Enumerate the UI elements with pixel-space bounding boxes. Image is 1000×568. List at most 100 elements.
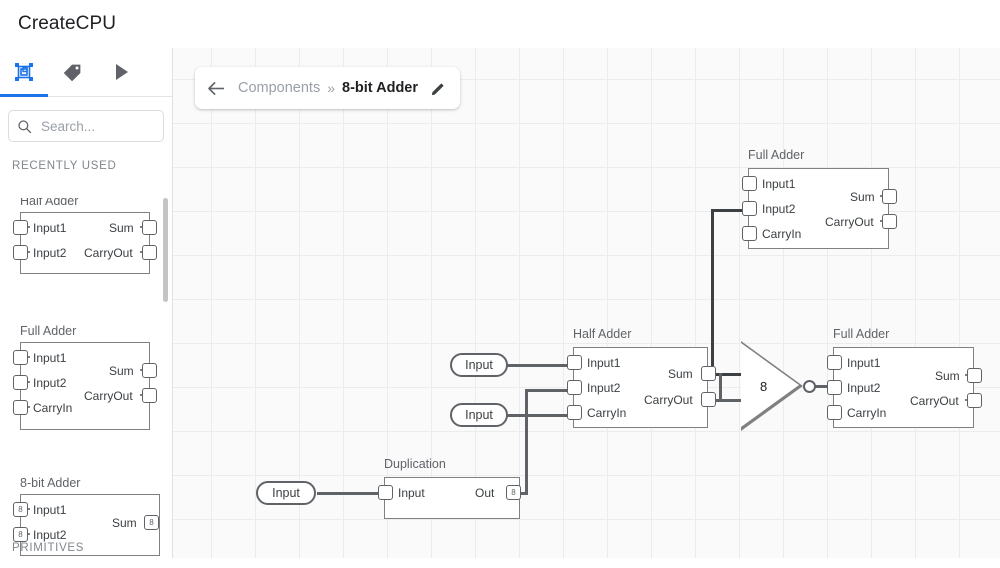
- port-sum[interactable]: [701, 366, 716, 381]
- pin-label: Sum: [935, 369, 960, 383]
- search-input[interactable]: [39, 117, 143, 135]
- pin-label: Sum: [668, 367, 693, 381]
- wire-gate-out: [815, 384, 829, 388]
- port-sum[interactable]: [967, 368, 982, 383]
- wire-sum-to-fa-input2: [711, 209, 749, 213]
- wire-dup-to-input2: [525, 389, 573, 393]
- port-input2[interactable]: [827, 380, 842, 395]
- node-body: [748, 168, 889, 249]
- pin-label: CarryIn: [33, 401, 73, 415]
- pin-label: Input2: [33, 376, 67, 390]
- tags-tab[interactable]: [48, 48, 96, 96]
- pin-label: Out: [475, 486, 495, 500]
- port-sum[interactable]: 8: [144, 515, 159, 530]
- io-pill-label: Input: [465, 358, 493, 372]
- pencil-icon[interactable]: [431, 81, 446, 96]
- sidebar: RECENTLY USED Half Adder Input1 Input2 S…: [0, 48, 173, 558]
- component-palette: Half Adder Input1 Input2 Sum CarryOut Fu…: [0, 198, 172, 568]
- port-carryout[interactable]: [967, 393, 982, 408]
- input-pill-2[interactable]: Input: [450, 403, 508, 427]
- play-icon: [116, 64, 128, 80]
- port-input2[interactable]: [13, 375, 28, 390]
- pin-label: Sum: [850, 190, 875, 204]
- port-carryin[interactable]: [742, 226, 757, 241]
- pin-label: Input2: [33, 246, 67, 260]
- app-title: CreateCPU: [18, 13, 117, 34]
- port-carryout[interactable]: [142, 388, 157, 403]
- port-input2[interactable]: 8: [13, 527, 28, 542]
- breadcrumb-current: 8-bit Adder: [342, 80, 419, 96]
- port-input2[interactable]: [742, 201, 757, 216]
- port-sum[interactable]: [882, 189, 897, 204]
- port-carryin[interactable]: [567, 405, 582, 420]
- port-input1[interactable]: 8: [13, 502, 28, 517]
- section-label-primitives: PRIMITIVES: [12, 542, 85, 554]
- port-input[interactable]: [378, 485, 393, 500]
- search-box[interactable]: [8, 110, 164, 142]
- port-input1[interactable]: [13, 350, 28, 365]
- sidebar-tabs: [0, 48, 172, 97]
- active-tab-indicator: [0, 94, 48, 97]
- port-sum[interactable]: [142, 363, 157, 378]
- palette-item-label: Full Adder: [20, 324, 77, 338]
- breadcrumb-parent[interactable]: Components: [238, 80, 321, 96]
- input-pill-1[interactable]: Input: [450, 353, 508, 377]
- pin-label: CarryOut: [644, 393, 693, 407]
- port-carryout[interactable]: [701, 392, 716, 407]
- node-title: Duplication: [384, 457, 446, 471]
- port-input2[interactable]: [13, 245, 28, 260]
- back-arrow-icon[interactable]: [207, 81, 226, 96]
- pin-label: CarryIn: [762, 227, 802, 241]
- pin-label: CarryOut: [84, 389, 133, 403]
- pin-label: Sum: [112, 516, 137, 530]
- circuit-canvas[interactable]: Components » 8-bit Adder: [173, 48, 1000, 558]
- port-carryout[interactable]: [882, 214, 897, 229]
- gate-label: 8: [760, 379, 768, 394]
- components-tab[interactable]: [0, 48, 48, 96]
- wire-sum-riser: [711, 209, 715, 376]
- search-icon: [17, 119, 32, 134]
- palette-item-label: Half Adder: [20, 198, 79, 208]
- wire-dup-riser: [525, 389, 529, 495]
- port-carryin[interactable]: [13, 400, 28, 415]
- port-carryout[interactable]: [142, 245, 157, 260]
- pin-label: Input1: [587, 356, 621, 370]
- pin-label: Sum: [109, 364, 134, 378]
- io-pill-label: Input: [272, 486, 300, 500]
- node-body: [384, 477, 520, 519]
- wire-buffer-join: [719, 373, 723, 401]
- bus-width-label: 8: [18, 504, 23, 514]
- palette-scrollbar[interactable]: [163, 198, 168, 302]
- breadcrumb-separator: »: [327, 80, 336, 96]
- breadcrumb: Components » 8-bit Adder: [195, 67, 461, 109]
- port-input2[interactable]: [567, 380, 582, 395]
- node-body: [833, 347, 974, 428]
- pin-label: Input2: [762, 202, 796, 216]
- port-input1[interactable]: [13, 220, 28, 235]
- pin-label: Input1: [762, 177, 796, 191]
- io-pill-label: Input: [465, 408, 493, 422]
- section-label-recently-used: RECENTLY USED: [12, 160, 117, 172]
- input-pill-3[interactable]: Input: [256, 481, 316, 505]
- port-out[interactable]: 8: [506, 485, 521, 500]
- bus-width-label: 8: [18, 529, 23, 539]
- wire-input3: [317, 492, 382, 496]
- palette-item-label: 8-bit Adder: [20, 476, 81, 490]
- app-header: CreateCPU: [0, 0, 1000, 48]
- port-carryin[interactable]: [827, 405, 842, 420]
- palette-item-body: [20, 212, 150, 274]
- run-tab[interactable]: [98, 48, 146, 96]
- gate-triangle-fill: [741, 343, 799, 428]
- palette-item-body: [20, 342, 150, 430]
- node-title: Full Adder: [833, 327, 890, 341]
- pin-label: Input2: [33, 528, 67, 542]
- tag-icon: [63, 64, 80, 81]
- pin-label: Sum: [109, 221, 134, 235]
- pin-label: CarryIn: [587, 406, 627, 420]
- port-input1[interactable]: [742, 176, 757, 191]
- port-input1[interactable]: [567, 355, 582, 370]
- pin-label: Input1: [33, 221, 67, 235]
- pin-label: Input2: [847, 381, 881, 395]
- port-sum[interactable]: [142, 220, 157, 235]
- port-input1[interactable]: [827, 355, 842, 370]
